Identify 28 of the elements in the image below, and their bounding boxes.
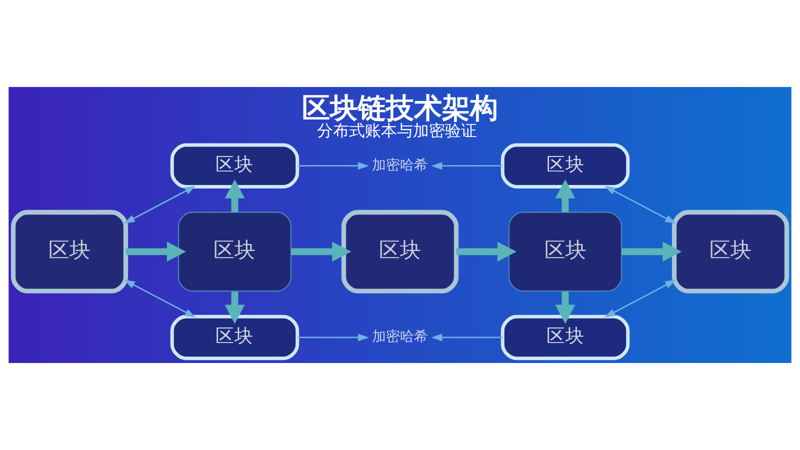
arrow: [126, 242, 186, 262]
node-box: 区块: [170, 314, 300, 360]
arrow: [456, 242, 516, 262]
arrow: [224, 179, 245, 212]
arrow: [555, 292, 576, 324]
arrow: [555, 179, 576, 212]
arrow: [431, 162, 503, 170]
arrow: [224, 292, 245, 324]
node-text: 加密哈希: [372, 157, 428, 174]
node-box: 区块: [10, 210, 128, 294]
node-box: 区块: [178, 212, 292, 292]
arrow: [622, 242, 682, 262]
node-box: 区块: [500, 143, 630, 188]
caption: 分布式账本与加密验证: [317, 120, 478, 140]
arrow: [298, 162, 369, 170]
node-text: 加密哈希: [372, 329, 428, 346]
arrow: [124, 186, 196, 224]
node-box: 区块: [672, 210, 790, 294]
arrow: [604, 280, 676, 318]
arrow: [298, 334, 369, 342]
arrow: [124, 280, 196, 318]
node-box: 区块: [500, 314, 630, 360]
node-box: 区块: [341, 210, 459, 294]
arrow: [291, 242, 352, 262]
node-box: 区块: [170, 143, 300, 188]
arrow: [604, 186, 676, 224]
node-box: 区块: [508, 212, 622, 292]
arrow: [431, 334, 503, 342]
